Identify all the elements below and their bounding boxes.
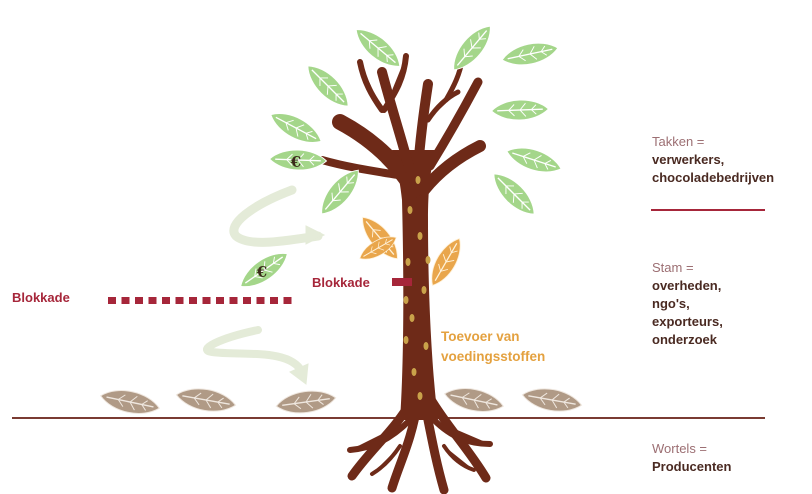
blockade-dash — [243, 297, 251, 304]
legend-wortels-heading: Wortels = — [652, 441, 708, 456]
leaf-icon — [423, 233, 469, 291]
nutrient-dot — [405, 258, 411, 266]
blockade-dash — [256, 297, 265, 304]
legend-takken: Takken = verwerkers, chocoladebedrijven — [652, 133, 774, 187]
blockade-dash — [216, 297, 224, 304]
curved-arrow-icon — [229, 185, 326, 247]
legend-stam-line: overheden, — [652, 278, 722, 293]
blockade-dash — [121, 297, 130, 304]
blockade-dash — [229, 297, 238, 304]
leaf-icon — [313, 163, 367, 221]
legend-stam-line: onderzoek — [652, 332, 718, 347]
nutrient-dot — [425, 256, 431, 264]
euro-icon: € — [256, 263, 267, 281]
nutrient-dot — [417, 232, 423, 240]
tree-trunk — [392, 150, 438, 420]
blockade-dash — [175, 297, 184, 304]
curved-arrow-icon — [202, 326, 309, 385]
blockade-dash — [189, 297, 197, 304]
nutrient-dot — [407, 206, 413, 214]
blockade-dash — [108, 297, 116, 304]
legend-stam-line: ngo's, — [652, 296, 690, 311]
blockade-dash — [283, 297, 292, 304]
leaf-icon — [441, 382, 507, 418]
legend-takken-line: chocoladebedrijven — [652, 170, 775, 185]
nutrient-dot — [403, 296, 409, 304]
nutrient-dot — [403, 336, 409, 344]
nutrient-supply-line-2: voedingsstoffen — [441, 349, 546, 364]
nutrient-supply-line-1: Toevoer van — [441, 329, 520, 344]
leaf-icon — [265, 105, 327, 151]
nutrient-dot — [423, 342, 429, 350]
leaf-icon — [445, 19, 499, 77]
nutrient-dot — [417, 392, 423, 400]
blockade-label-trunk: Blokkade — [312, 275, 370, 290]
nutrient-dot — [421, 286, 427, 294]
blockade-dashed-line — [108, 297, 292, 304]
nutrient-dot — [411, 368, 417, 376]
tree-roots — [347, 393, 493, 494]
nutrient-dots — [403, 176, 431, 400]
fallen-leaves — [97, 382, 585, 420]
legend-takken-heading: Takken = — [652, 134, 705, 149]
leaf-icon — [300, 58, 356, 114]
euro-icon: € — [290, 153, 301, 171]
blockade-dash — [202, 297, 211, 304]
blockade-dash — [148, 297, 157, 304]
blockade-label-left: Blokkade — [12, 290, 70, 305]
legend-separator — [651, 209, 765, 211]
legend-wortels: Wortels = Producenten — [652, 440, 731, 476]
leaf-icon — [499, 37, 561, 71]
leaf-icon — [503, 141, 565, 179]
blockade-dash — [270, 297, 278, 304]
legend-stam: Stam = overheden, ngo's, exporteurs, ond… — [652, 259, 723, 349]
legend-wortels-line: Producenten — [652, 459, 732, 474]
nutrient-supply-label: Toevoer van voedingsstoffen — [441, 327, 545, 367]
legend-stam-line: exporteurs, — [652, 314, 723, 329]
blockade-dash — [135, 297, 143, 304]
nutrient-dot — [415, 176, 421, 184]
leaf-icon — [486, 166, 542, 222]
blockade-marker — [392, 278, 412, 286]
tree-branches — [318, 53, 486, 198]
leaf-icon — [173, 383, 239, 417]
leaf-icon — [274, 386, 338, 418]
leaf-icon — [519, 383, 585, 417]
blockade-dash — [162, 297, 170, 304]
leaf-icon — [490, 98, 550, 122]
legend-takken-line: verwerkers, — [652, 152, 725, 167]
legend-stam-heading: Stam = — [652, 260, 694, 275]
nutrient-dot — [409, 314, 415, 322]
leaf-icon — [97, 384, 163, 420]
